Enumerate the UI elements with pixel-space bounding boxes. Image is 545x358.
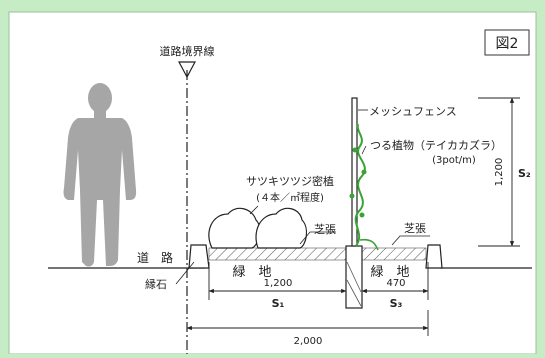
curb-right	[425, 244, 443, 269]
dim-width-total: 2,000	[294, 336, 323, 347]
green-right-label: 緑 地	[370, 265, 409, 280]
soil-left	[208, 247, 347, 261]
azalea-density-label: (４本／㎡程度)	[256, 191, 324, 204]
boundary-marker-icon	[178, 61, 196, 79]
dim-width-left: 1,200	[264, 278, 293, 289]
dim-s2: S₂	[518, 167, 531, 180]
fence-post	[351, 97, 358, 247]
road-label: 道 路	[137, 250, 173, 265]
azalea-label: サツキツツジ密植	[246, 174, 334, 188]
figure-label: 図2	[496, 36, 519, 52]
dimension-lines	[186, 97, 520, 336]
soil-right	[361, 247, 427, 261]
boundary-label: 道路境界線	[160, 44, 215, 58]
dim-width-right: 470	[386, 278, 405, 289]
curb-label: 縁石	[145, 277, 167, 291]
green-left-label: 緑 地	[232, 265, 271, 280]
vine-plant	[354, 123, 366, 247]
dim-fence-height: 1,200	[494, 158, 505, 187]
turf-left-label: 芝張	[314, 223, 336, 236]
mesh-fence-label: メッシュフェンス	[369, 105, 457, 118]
turf-right-label: 芝張	[404, 222, 426, 235]
azalea-shrub-right	[255, 207, 308, 249]
figure-label-box	[484, 29, 530, 56]
vine-label: つる植物（テイカカズラ）	[370, 138, 502, 152]
dim-s3: S₃	[390, 297, 403, 310]
vine-density-label: (3pot/m)	[432, 155, 476, 166]
person-silhouette	[63, 83, 137, 267]
dim-s1: S₁	[272, 297, 285, 310]
